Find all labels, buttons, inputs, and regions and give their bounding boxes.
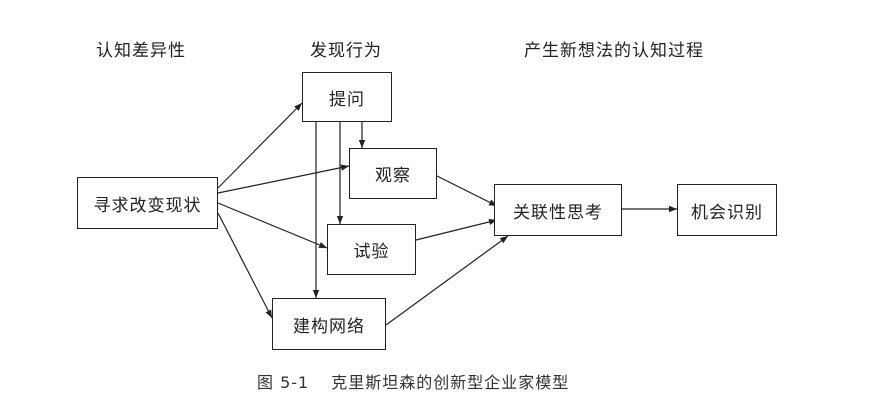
arrow-experimenting-to-associative (415, 218, 498, 241)
arrow-seek-to-questioning (217, 102, 303, 189)
node-questioning: 提问 (302, 72, 392, 122)
node-seek-change: 寻求改变现状 (77, 177, 218, 229)
figure-title: 克里斯坦森的创新型企业家模型 (331, 373, 570, 392)
arrow-seek-to-experimenting (217, 202, 328, 249)
arrow-networking-to-associative (385, 235, 509, 326)
figure-caption: 图 5-1 克里斯坦森的创新型企业家模型 (257, 369, 569, 393)
header-discovery-behavior: 发现行为 (310, 41, 382, 61)
arrow-seek-to-networking (217, 212, 273, 319)
node-experimenting: 试验 (327, 224, 416, 275)
node-networking: 建构网络 (272, 298, 386, 350)
header-new-idea-process: 产生新想法的认知过程 (524, 41, 704, 61)
arrow-seek-to-observing (217, 164, 350, 194)
arrow-observing-to-associative (436, 175, 498, 207)
header-cognitive-difference: 认知差异性 (96, 41, 186, 61)
figure-number: 图 5-1 (257, 373, 310, 392)
node-opportunity-recognition: 机会识别 (677, 184, 777, 236)
node-observing: 观察 (349, 148, 437, 199)
node-associative-thinking: 关联性思考 (494, 184, 622, 236)
